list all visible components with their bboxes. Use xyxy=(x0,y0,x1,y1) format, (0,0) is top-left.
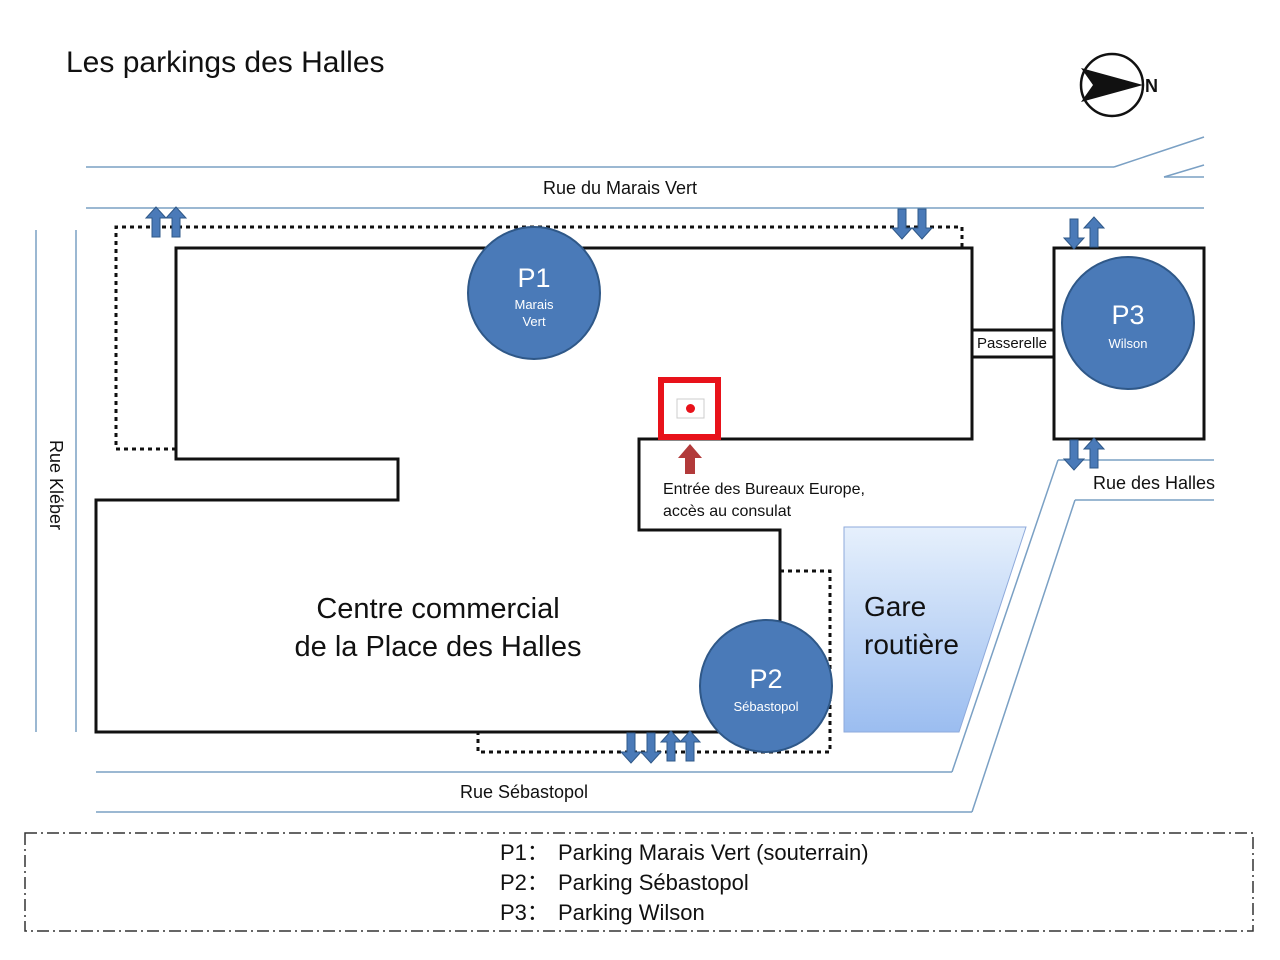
entrance-label-line2: accès au consulat xyxy=(663,503,792,520)
street-label-sebastopol: Rue Sébastopol xyxy=(460,782,588,802)
japan-flag-icon xyxy=(658,377,721,440)
parking-p2-code: P2 xyxy=(749,664,782,694)
parking-p3-code: P3 xyxy=(1111,300,1144,330)
legend-code: P3： xyxy=(500,900,549,925)
parking-p1-sub1: Marais xyxy=(514,297,554,312)
parking-p3-marker: P3 Wilson xyxy=(1061,256,1195,390)
map-title: Les parkings des Halles xyxy=(66,46,385,79)
parking-p3-sub1: Wilson xyxy=(1108,336,1147,351)
legend-border xyxy=(24,832,1254,932)
north-arrow-icon xyxy=(1079,52,1145,118)
mall-label-line2: de la Place des Halles xyxy=(295,631,582,663)
legend-item: P2： Parking Sébastopol xyxy=(500,868,749,898)
parking-p1-sub2: Vert xyxy=(522,314,546,329)
legend-item: P3： Parking Wilson xyxy=(500,898,705,928)
entrance-label-line1: Entrée des Bureaux Europe, xyxy=(663,481,865,498)
parking-p2-sub1: Sébastopol xyxy=(733,699,798,714)
p1-entry-arrows xyxy=(891,208,933,240)
p3-bottom-arrows xyxy=(1063,437,1105,471)
street-label-kleber: Rue Kléber xyxy=(46,440,66,530)
p3-top-arrows xyxy=(1063,216,1105,250)
compass-label: N xyxy=(1145,76,1158,96)
legend-text: Parking Marais Vert (souterrain) xyxy=(558,840,869,865)
entrance-arrow-icon xyxy=(678,444,702,474)
bus-station-label-line2: routière xyxy=(864,629,959,660)
legend-text: Parking Wilson xyxy=(558,900,705,925)
passerelle-label: Passerelle xyxy=(977,335,1047,352)
bus-station-label-line1: Gare xyxy=(864,591,926,622)
legend-code: P1： xyxy=(500,840,549,865)
street-lines xyxy=(35,136,1214,813)
street-label-halles: Rue des Halles xyxy=(1093,473,1215,493)
legend-code: P2： xyxy=(500,870,549,895)
mall-label-line1: Centre commercial xyxy=(316,593,559,625)
p2-arrows xyxy=(620,730,701,764)
legend-item: P1： Parking Marais Vert (souterrain) xyxy=(500,838,869,868)
parking-p2-marker: P2 Sébastopol xyxy=(699,619,833,753)
bus-station-area xyxy=(843,526,1027,733)
parking-p1-code: P1 xyxy=(517,263,550,293)
legend-text: Parking Sébastopol xyxy=(558,870,749,895)
street-label-marais-vert: Rue du Marais Vert xyxy=(543,178,697,198)
parking-p1-marker: P1 Marais Vert xyxy=(467,226,601,360)
parking-ramps xyxy=(114,225,964,754)
p1-exit-arrows xyxy=(145,206,187,238)
legend-box: P1：Parking Marais Vert (souterrain) P2：P… xyxy=(24,832,1254,932)
